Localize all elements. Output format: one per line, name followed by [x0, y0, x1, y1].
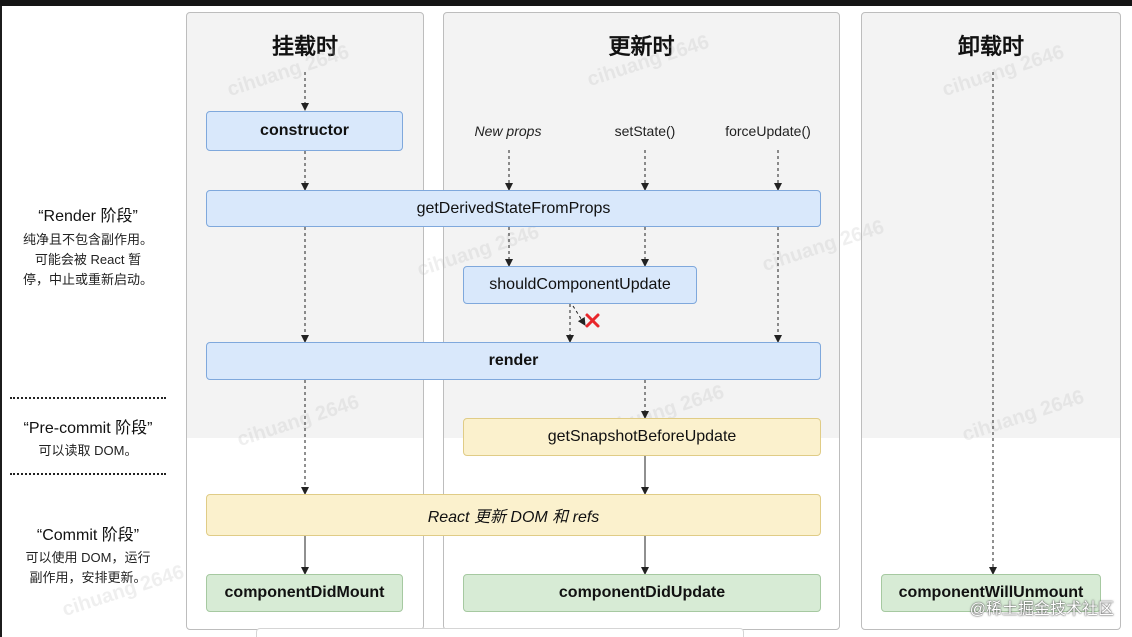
trigger-set-state: setState()	[614, 123, 676, 139]
phase-desc-render: 纯净且不包含副作用。 可能会被 React 暂 停，中止或重新启动。	[0, 230, 176, 290]
arrow	[572, 305, 586, 326]
node-component-did-update: componentDidUpdate	[463, 574, 821, 612]
column-title-unmounting: 卸载时	[957, 35, 1024, 60]
node-render: render	[206, 342, 821, 380]
node-react-update-dom: React 更新 DOM 和 refs	[206, 494, 821, 536]
phase-desc-line: 可以使用 DOM，运行	[25, 550, 151, 565]
phase-desc-line: 副作用，安排更新。	[29, 570, 147, 585]
node-should-component-update: shouldComponentUpdate	[463, 266, 697, 304]
trigger-new-props: New props	[474, 123, 542, 139]
phase-title-render: “Render 阶段”	[38, 208, 138, 225]
node-component-will-unmount: componentWillUnmount	[881, 574, 1101, 612]
phase-desc-line: 可能会被 React 暂	[34, 252, 142, 267]
column-unmounting: 卸载时	[861, 12, 1121, 630]
column-title-mounting: 挂载时	[271, 35, 338, 60]
node-component-did-mount: componentDidMount	[206, 574, 403, 612]
phase-desc-line: 可以读取 DOM。	[38, 443, 138, 458]
node-get-derived-state-from-props: getDerivedStateFromProps	[206, 190, 821, 227]
phase-desc-precommit: 可以读取 DOM。	[0, 441, 176, 461]
node-get-snapshot-before-update: getSnapshotBeforeUpdate	[463, 418, 821, 456]
left-border	[0, 6, 2, 637]
phase-separator	[10, 397, 166, 399]
phase-separator	[10, 473, 166, 475]
phase-title-commit: “Commit 阶段”	[36, 527, 140, 544]
node-constructor: constructor	[206, 111, 403, 151]
trigger-force-update: forceUpdate()	[725, 123, 811, 139]
top-bar	[0, 0, 1132, 6]
phase-desc-commit: 可以使用 DOM，运行 副作用，安排更新。	[0, 548, 176, 588]
phase-desc-line: 停，中止或重新启动。	[22, 272, 153, 287]
cancel-icon	[585, 313, 600, 328]
corner-watermark: @稀土掘金技术社区	[969, 601, 1114, 618]
phase-title-precommit: “Pre-commit 阶段”	[23, 420, 153, 437]
phase-desc-line: 纯净且不包含副作用。	[22, 232, 153, 247]
column-title-updating: 更新时	[608, 35, 675, 60]
bottom-panel-edge	[256, 628, 744, 637]
